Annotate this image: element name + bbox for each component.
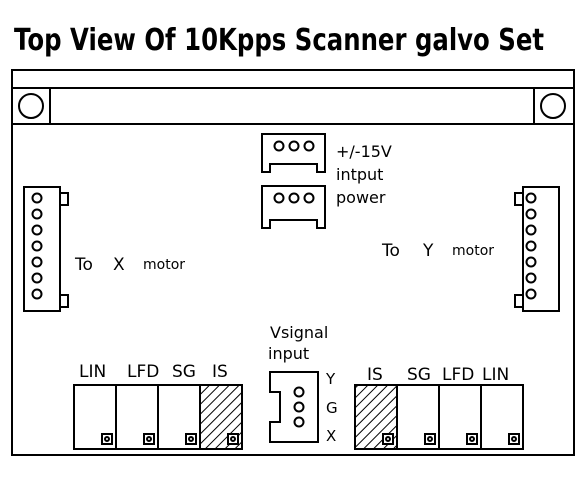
y-motor-label-axis: Y — [422, 241, 434, 261]
y-motor-pin — [525, 224, 537, 236]
right-terminal-label-lin: LIN — [482, 365, 509, 385]
vsignal-pin-labels: Y G X — [325, 370, 338, 445]
right-terminal-label-is: IS — [367, 365, 383, 385]
left-terminal-labels: LIN LFD SG IS — [79, 362, 228, 382]
left-terminal-label-lfd: LFD — [127, 362, 159, 382]
x-motor-pin — [31, 208, 43, 220]
x-motor-connector — [23, 186, 69, 312]
vsignal-pin-label-y: Y — [325, 370, 336, 388]
right-terminal-screw-hole — [385, 436, 391, 442]
title-text: Top View Of 10Kpps Scanner galvo Set — [14, 23, 544, 58]
vsignal-label-line-1: Vsignal — [270, 323, 328, 342]
diagram-title: Top View Of 10Kpps Scanner galvo Set — [14, 23, 544, 58]
x-motor-pin — [31, 224, 43, 236]
y-motor-label-to: To — [381, 241, 400, 261]
right-terminal-cell — [480, 384, 524, 450]
right-terminal-label-sg: SG — [407, 365, 431, 385]
x-motor-label-axis: X — [113, 255, 125, 275]
vsignal-pin-label-g: G — [326, 399, 338, 417]
x-motor-pin — [31, 288, 43, 300]
left-terminal-block — [73, 384, 243, 450]
y-motor-pin — [525, 240, 537, 252]
x-motor-pin — [31, 192, 43, 204]
vsignal-label: Vsignal input — [268, 323, 328, 363]
left-terminal-label-is: IS — [212, 362, 228, 382]
left-terminal-label-sg: SG — [172, 362, 196, 382]
right-terminal-block — [354, 384, 524, 450]
y-motor-connector — [514, 186, 560, 312]
y-motor-pin — [525, 192, 537, 204]
power-label-line-1: +/-15V — [336, 142, 392, 161]
power-connector-top — [261, 133, 326, 173]
y-motor-pin — [525, 272, 537, 284]
right-terminal-labels: IS SG LFD LIN — [367, 365, 509, 385]
mount-hole-left — [18, 93, 44, 119]
power-label-line-2: intput — [336, 165, 383, 184]
left-terminal-screw-hole — [146, 436, 152, 442]
right-terminal-screw-hole — [469, 436, 475, 442]
left-terminal-screw-hole — [104, 436, 110, 442]
right-terminal-screw-hole — [511, 436, 517, 442]
x-motor-label: To X motor — [74, 255, 185, 275]
top-rail — [11, 87, 575, 125]
y-motor-pin — [525, 256, 537, 268]
power-label-line-3: power — [336, 188, 386, 207]
y-motor-label-word: motor — [452, 243, 494, 259]
power-connector-bottom — [261, 185, 326, 229]
y-motor-pin — [525, 208, 537, 220]
power-label: +/-15V intput power — [336, 142, 392, 207]
left-terminal-screw-hole — [230, 436, 236, 442]
x-motor-pin — [31, 272, 43, 284]
x-motor-label-word: motor — [143, 257, 185, 273]
right-terminal-label-lfd: LFD — [442, 365, 474, 385]
left-terminal-screw-hole — [188, 436, 194, 442]
right-terminal-cell — [354, 384, 398, 450]
right-terminal-screw-hole — [427, 436, 433, 442]
x-motor-pin — [31, 240, 43, 252]
mount-hole-right — [540, 93, 566, 119]
x-motor-pin — [31, 256, 43, 268]
vsignal-pin-label-x: X — [326, 427, 336, 445]
left-terminal-label-lin: LIN — [79, 362, 106, 382]
vsignal-connector — [269, 371, 319, 443]
vsignal-label-line-2: input — [268, 344, 309, 363]
y-motor-label: To Y motor — [381, 241, 494, 261]
x-motor-label-to: To — [74, 255, 93, 275]
y-motor-pin — [525, 288, 537, 300]
